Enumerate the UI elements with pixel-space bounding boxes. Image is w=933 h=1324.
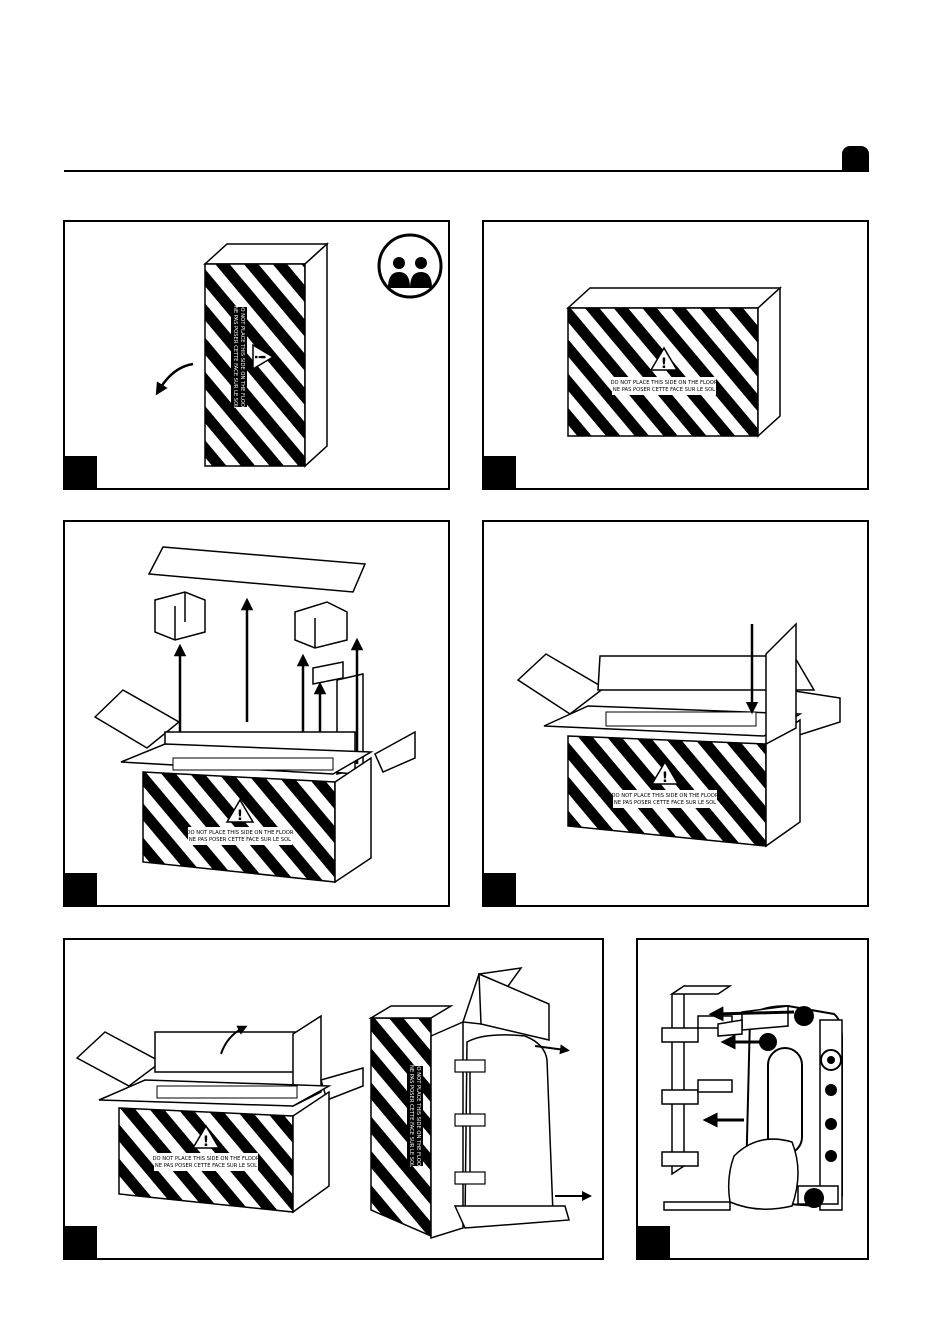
step-panel-6: [636, 938, 869, 1260]
svg-text:!: !: [203, 1134, 209, 1150]
step-number-badge: [484, 873, 516, 905]
speaker: [727, 1004, 843, 1211]
open-box: ! DO NOT PLACE THIS SIDE ON THE FLOOR NE…: [516, 622, 841, 848]
step-number-badge: [65, 1226, 97, 1258]
open-box: ! DO NOT PLACE THIS SIDE ON THE FLOOR NE…: [93, 689, 416, 884]
warning-line-2: NE PAS POSER CETTE FACE SUR LE SOL: [613, 387, 715, 393]
hand-grip-points: [759, 1006, 824, 1208]
warning-line-1: DO NOT PLACE THIS SIDE ON THE FLOOR: [415, 1062, 421, 1169]
foam-insert-left: [154, 591, 206, 641]
warning-line-1: DO NOT PLACE THIS SIDE ON THE FLOOR: [186, 830, 293, 836]
step-number-badge: [484, 456, 516, 488]
step-number-badge: [65, 456, 97, 488]
warning-line-1: DO NOT PLACE THIS SIDE ON THE FLOOR: [611, 793, 718, 799]
lying-box: ! DO NOT PLACE THIS SIDE ON THE FLOOR NE…: [566, 286, 782, 438]
upright-box-opened: DO NOT PLACE THIS SIDE ON THE FLOOR NE P…: [368, 967, 570, 1240]
svg-text:!: !: [662, 770, 668, 786]
step-number-badge: [65, 873, 97, 905]
upright-box: ! DO NOT PLACE THIS SIDE ON THE FLOOR NE…: [203, 242, 329, 468]
step-panel-1: ! DO NOT PLACE THIS SIDE ON THE FLOOR NE…: [63, 220, 450, 490]
step-panel-2: ! DO NOT PLACE THIS SIDE ON THE FLOOR NE…: [482, 220, 869, 490]
warning-line-2: NE PAS POSER CETTE FACE SUR LE SOL: [155, 1163, 257, 1169]
step-panel-4: ! DO NOT PLACE THIS SIDE ON THE FLOOR NE…: [482, 520, 869, 907]
svg-text:!: !: [237, 808, 243, 824]
lid-panel: [765, 622, 797, 746]
svg-text:!: !: [661, 356, 667, 372]
warning-line-2: NE PAS POSER CETTE FACE SUR LE SOL: [614, 800, 716, 806]
step-panel-5: ! DO NOT PLACE THIS SIDE ON THE FLOOR NE…: [63, 938, 604, 1260]
lid-panel: [147, 546, 367, 593]
warning-line-2: NE PAS POSER CETTE FACE SUR LE SOL: [189, 837, 291, 843]
warning-line-2: NE PAS POSER CETTE FACE SUR LE SOL: [232, 306, 238, 408]
page-tab: [842, 146, 869, 171]
header-rule: [64, 170, 869, 172]
warning-line-1: DO NOT PLACE THIS SIDE ON THE FLOOR: [152, 1156, 259, 1162]
warning-line-2: NE PAS POSER CETTE FACE SUR LE SOL: [408, 1065, 414, 1167]
step-panel-3: ! DO NOT PLACE THIS SIDE ON THE FLOOR NE…: [63, 520, 450, 907]
foam-frame: [661, 984, 733, 1211]
warning-line-1: DO NOT PLACE THIS SIDE ON THE FLOOR: [239, 303, 245, 410]
open-box: ! DO NOT PLACE THIS SIDE ON THE FLOOR NE…: [75, 1014, 364, 1214]
two-people-icon: [377, 233, 443, 299]
warning-line-1: DO NOT PLACE THIS SIDE ON THE FLOOR: [610, 380, 717, 386]
svg-text:!: !: [251, 354, 267, 360]
step-number-badge: [638, 1226, 670, 1258]
rotate-arrow: [155, 362, 194, 396]
